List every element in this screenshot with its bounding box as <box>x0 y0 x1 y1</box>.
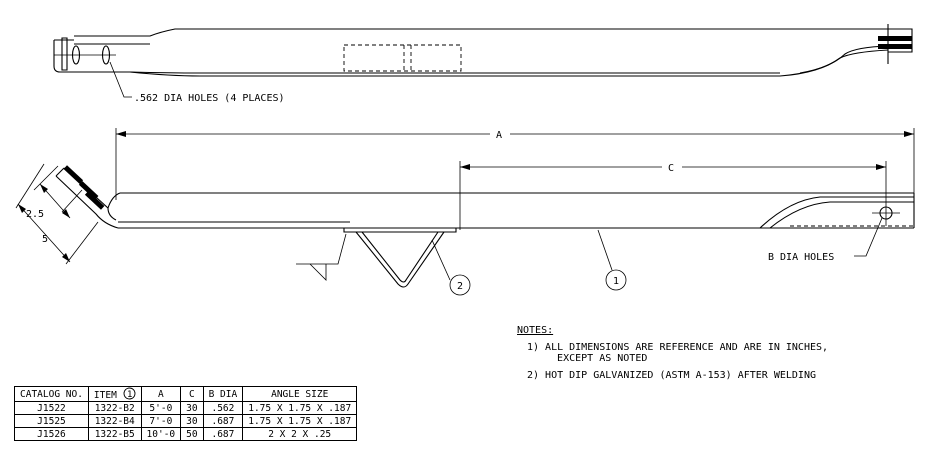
side-view: 2.5 5 2 1 B DIA HOLES <box>15 163 915 296</box>
dimension-a: A <box>115 128 915 200</box>
header-angle-size: ANGLE SIZE <box>242 386 358 402</box>
header-b-dia: B DIA <box>202 386 244 402</box>
dim-a-label: A <box>496 130 502 141</box>
dim-2-5-label: 2.5 <box>26 209 44 220</box>
header-item: ITEM 1 <box>87 386 142 402</box>
cell: 50 <box>180 427 204 441</box>
notes-block: NOTES: 1) ALL DIMENSIONS ARE REFERENCE A… <box>517 325 828 381</box>
balloon-1-label: 1 <box>613 276 619 287</box>
cell: .687 <box>202 427 244 441</box>
cell: 1322-B5 <box>87 427 142 441</box>
dim-c-label: C <box>668 163 674 174</box>
cell: 5'-0 <box>140 401 182 415</box>
hole-note: .562 DIA HOLES (4 PLACES) <box>134 93 285 104</box>
cell: J1525 <box>14 414 89 428</box>
item-ref-label: 1 <box>127 390 132 400</box>
cell: 1322-B4 <box>87 414 142 428</box>
cell: 30 <box>180 401 204 415</box>
dim-5-label: 5 <box>42 234 48 245</box>
header-catalog-no: CATALOG NO. <box>14 386 89 402</box>
header-a: A <box>140 386 182 402</box>
cell: 10'-0 <box>140 427 182 441</box>
cell: .562 <box>202 401 244 415</box>
dimension-c: C <box>459 161 887 230</box>
cell: 1322-B2 <box>87 401 142 415</box>
balloon-2-label: 2 <box>457 281 463 292</box>
header-item-label: ITEM <box>93 390 117 401</box>
cell: 7'-0 <box>140 414 182 428</box>
note-1: 1) ALL DIMENSIONS ARE REFERENCE AND ARE … <box>527 342 829 364</box>
cell: 1.75 X 1.75 X .187 <box>242 414 358 428</box>
header-c: C <box>180 386 204 402</box>
table-header-row: CATALOG NO. ITEM 1 A C B DIA ANGLE SIZE <box>14 386 358 402</box>
cell: J1522 <box>14 401 89 415</box>
cell: J1526 <box>14 427 89 441</box>
table-row: J1526 1322-B5 10'-0 50 .687 2 X 2 X .25 <box>14 427 358 441</box>
catalog-table: CATALOG NO. ITEM 1 A C B DIA ANGLE SIZE … <box>14 386 358 441</box>
cell: 2 X 2 X .25 <box>242 427 358 441</box>
notes-title: NOTES: <box>517 325 554 336</box>
table-row: J1522 1322-B2 5'-0 30 .562 1.75 X 1.75 X… <box>14 401 358 415</box>
cell: 1.75 X 1.75 X .187 <box>242 401 358 415</box>
table-row: J1525 1322-B4 7'-0 30 .687 1.75 X 1.75 X… <box>14 414 358 428</box>
top-view: .562 DIA HOLES (4 PLACES) <box>53 24 913 104</box>
b-holes-label: B DIA HOLES <box>768 252 834 263</box>
cell: .687 <box>202 414 244 428</box>
note-2: 2) HOT DIP GALVANIZED (ASTM A-153) AFTER… <box>527 370 816 381</box>
cell: 30 <box>180 414 204 428</box>
item-ref-balloon: 1 <box>123 387 135 400</box>
